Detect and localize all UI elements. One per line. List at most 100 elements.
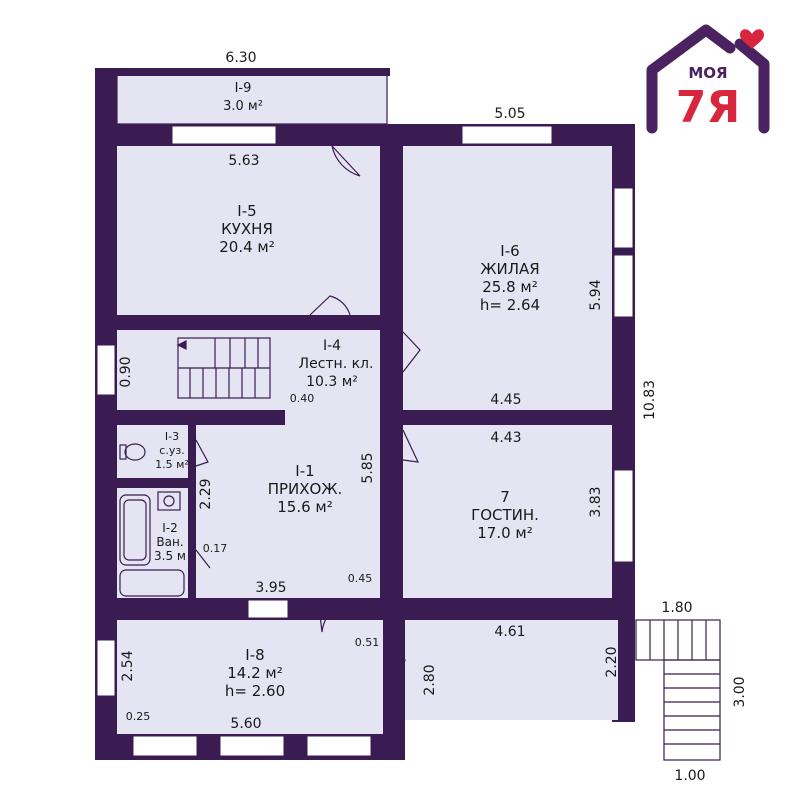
logo-text-main: 7Я	[676, 82, 741, 133]
room-i4-id: I-4	[323, 338, 341, 354]
heart-icon	[740, 29, 764, 49]
stair-opening	[285, 406, 380, 428]
door-guest	[402, 429, 420, 463]
wall-top-terrace	[95, 68, 390, 76]
bathtub-icon-2	[119, 569, 185, 597]
dim-top-630: 6.30	[225, 50, 256, 66]
window-i8-bottom-1	[132, 735, 198, 757]
room-i8-height: h= 2.60	[225, 682, 285, 700]
dim-100: 1.00	[674, 768, 705, 784]
dim-top-505: 5.05	[494, 106, 525, 122]
staircase	[176, 337, 271, 399]
sink-icon	[157, 491, 181, 511]
dim-585: 5.85	[360, 452, 376, 483]
wall-corner-post	[618, 705, 634, 722]
window-guest	[613, 469, 634, 563]
dim-220: 2.20	[604, 646, 620, 677]
room-labels: I-9 3.0 м² I-5 КУХНЯ 20.4 м² I-6 ЖИЛАЯ 2…	[154, 81, 540, 700]
dim-461: 4.61	[494, 624, 525, 640]
wall-r18-right	[383, 620, 405, 760]
room-i3-area: 1.5 м²	[155, 458, 189, 471]
room-i6-name: ЖИЛАЯ	[480, 260, 539, 278]
wall-wc-bottom	[95, 478, 195, 488]
logo-text-top: МОЯ	[688, 64, 727, 82]
room-7-area: 17.0 м²	[477, 524, 533, 542]
room-i3	[117, 425, 188, 478]
door-bath	[195, 549, 211, 569]
wall-bath-side	[188, 425, 196, 600]
dim-017: 0.17	[203, 542, 228, 555]
dimension-labels: 6.30 5.05 5.63 5.94 10.83 0.90 0.40 4.45…	[118, 50, 748, 784]
dim-051: 0.51	[355, 636, 380, 649]
room-i1-area: 15.6 м²	[277, 498, 333, 516]
room-i4	[117, 330, 380, 410]
window-i8-left	[96, 639, 116, 697]
dim-395: 3.95	[255, 580, 286, 596]
window-living-right-1	[613, 187, 634, 249]
dim-560: 5.60	[230, 716, 261, 732]
dim-040: 0.40	[290, 392, 315, 405]
room-7-name: ГОСТИН.	[471, 506, 539, 524]
dim-280: 2.80	[422, 664, 438, 695]
terrace-outline	[116, 73, 388, 125]
doors	[195, 145, 421, 695]
dim-563: 5.63	[228, 153, 259, 169]
dim-383: 3.83	[588, 486, 604, 517]
room-i1-id: I-1	[295, 462, 314, 480]
dim-025: 0.25	[126, 710, 151, 723]
wall-hall-bottom	[95, 598, 635, 620]
room-i1	[196, 425, 380, 598]
room-i3-id: I-3	[165, 430, 179, 443]
room-i6-area: 25.8 м²	[482, 278, 538, 296]
window-kitchen	[171, 125, 277, 145]
door-i8	[317, 597, 356, 633]
dim-045: 0.45	[348, 572, 373, 585]
room-i5-area: 20.4 м²	[219, 238, 275, 256]
dim-300: 3.00	[732, 676, 748, 707]
wall-living-bottom	[403, 410, 623, 425]
exterior-stairs	[635, 619, 721, 761]
room-i5-id: I-5	[237, 202, 256, 220]
wall-middle	[380, 124, 403, 614]
room-i3-name: с.уз.	[159, 444, 184, 457]
window-living-right-2	[613, 254, 634, 318]
room-hall-lower	[405, 620, 618, 720]
logo-house-right	[734, 38, 770, 134]
window-i8-bottom-2	[219, 735, 285, 757]
room-i9-area: 3.0 м²	[223, 99, 263, 114]
room-i6	[403, 146, 612, 410]
window-stair	[96, 344, 116, 396]
dim-254: 2.54	[120, 650, 136, 681]
room-i8-id: I-8	[245, 646, 264, 664]
brand-logo: МОЯ 7Я	[646, 24, 770, 134]
dim-445: 4.45	[490, 392, 521, 408]
room-i4-area: 10.3 м²	[306, 374, 358, 390]
dim-090: 0.90	[118, 356, 134, 387]
room-i6-height: h= 2.64	[480, 296, 540, 314]
dim-594: 5.94	[588, 279, 604, 310]
room-i9-id: I-9	[235, 81, 252, 96]
window-hall	[247, 599, 289, 619]
door-i8-right	[383, 659, 406, 695]
toilet-icon	[124, 443, 146, 461]
room-7-id: 7	[500, 488, 510, 506]
wall-kitchen-bottom	[95, 315, 390, 330]
dim-180: 1.80	[661, 600, 692, 616]
room-i4-name: Лестн. кл.	[299, 356, 374, 372]
fixtures	[119, 443, 185, 597]
door-living-1	[402, 331, 421, 373]
door-stair-top	[309, 295, 351, 316]
room-i6-id: I-6	[500, 242, 519, 260]
logo-house-left	[646, 24, 736, 134]
room-i8-area: 14.2 м²	[227, 664, 283, 682]
room-i2-id: I-2	[162, 521, 178, 535]
window-living-top	[461, 125, 553, 145]
room-i5	[117, 146, 380, 315]
door-wc	[195, 439, 209, 467]
window-i8-bottom-3	[306, 735, 372, 757]
room-i2	[117, 488, 188, 598]
dim-229: 2.29	[198, 478, 214, 509]
room-i2-area: 3.5 м	[154, 549, 186, 563]
